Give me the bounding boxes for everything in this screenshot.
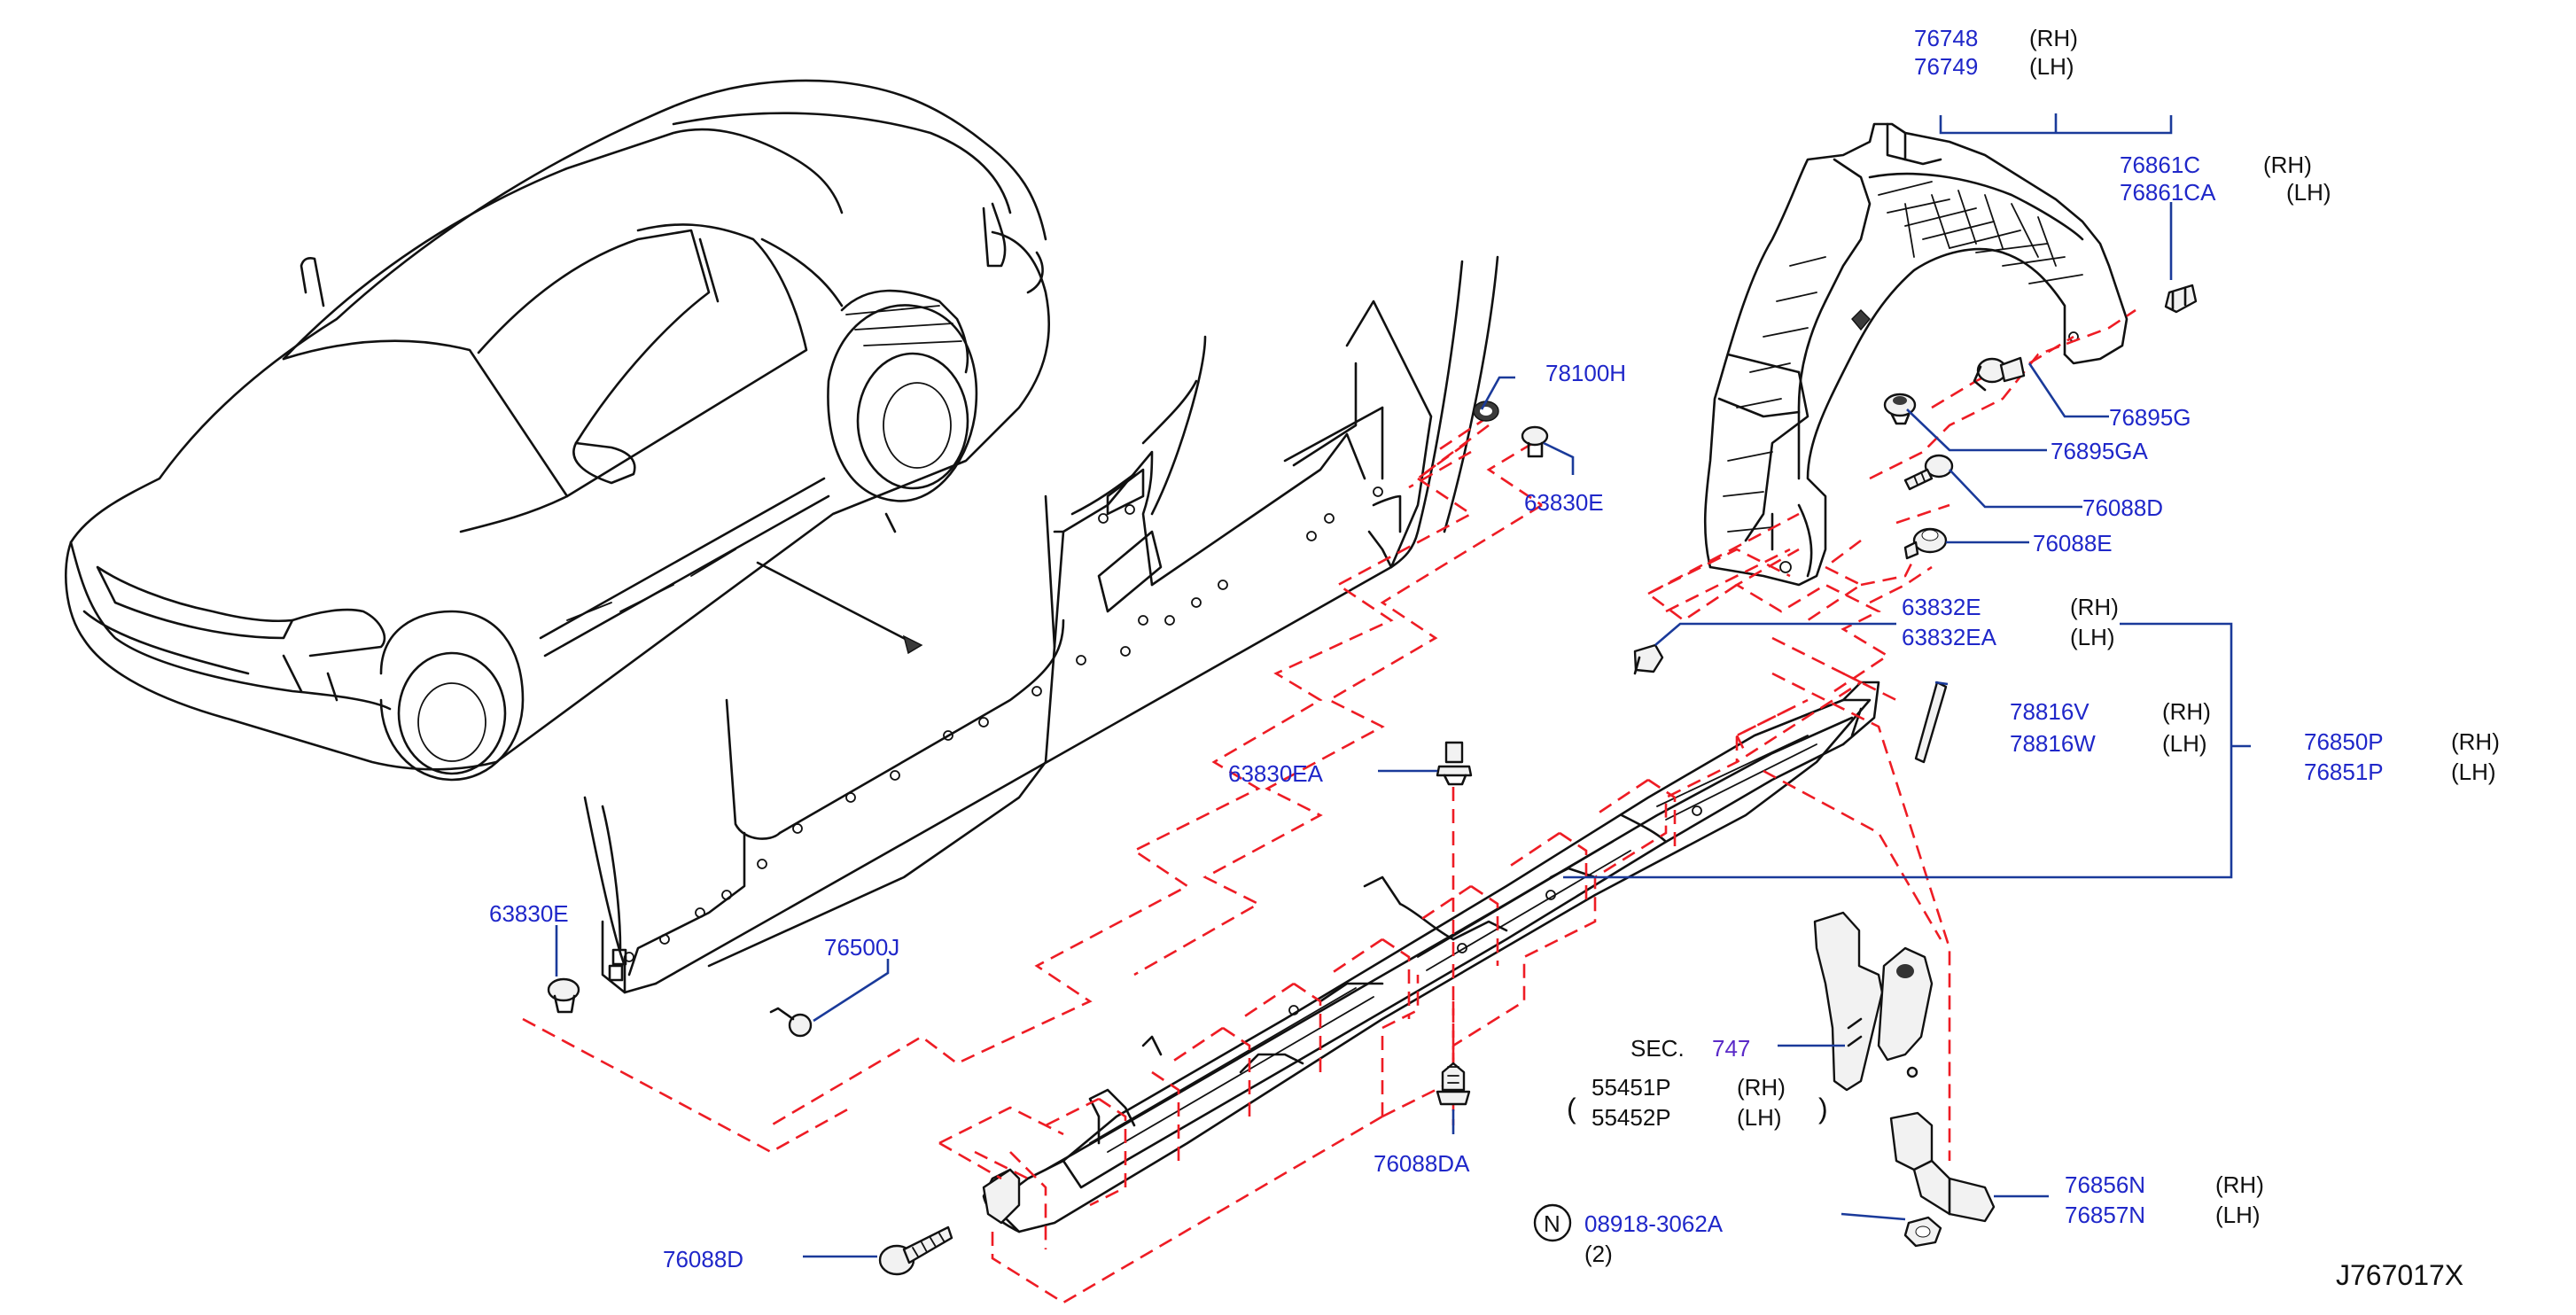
label-63830E-upper: 63830E: [1524, 489, 1604, 516]
label-76851P-side: (LH): [2451, 759, 2496, 785]
part-labels: 76748 (RH) 76749 (LH) 76861C (RH) 76861C…: [489, 25, 2500, 1291]
label-78816W: 78816W: [2010, 730, 2096, 757]
side-sill-cover: [982, 681, 1880, 1233]
label-76749-side: (LH): [2029, 53, 2074, 80]
label-78816W-side: (LH): [2162, 730, 2207, 757]
leader-lines: [555, 113, 2251, 1258]
screw-76088D-upper: [1903, 454, 1954, 491]
nut-08918-3062A: [1903, 1216, 1942, 1248]
label-76857N-side: (LH): [2215, 1202, 2261, 1228]
label-nut-qty: (2): [1584, 1241, 1613, 1267]
clip-76861C: [2164, 284, 2198, 314]
car-illustration: [64, 79, 1051, 782]
label-78816V-side: (RH): [2162, 698, 2211, 725]
screw-76088D-lower: [878, 1226, 953, 1276]
body-sill-panel: [583, 255, 1499, 994]
label-63832E-side: (RH): [2070, 594, 2119, 620]
label-78816V: 78816V: [2010, 698, 2090, 725]
clip-63832E: [1633, 643, 1664, 675]
label-nut-symbol: N: [1544, 1210, 1560, 1237]
label-76088D-upper: 76088D: [2082, 494, 2163, 521]
label-76861CA-side: (LH): [2286, 179, 2331, 206]
strip-78816V: [1914, 681, 1948, 764]
label-76861CA: 76861CA: [2120, 179, 2216, 206]
label-76895GA: 76895GA: [2051, 438, 2149, 464]
label-76748: 76748: [1914, 25, 1978, 51]
label-55451P-side: (RH): [1737, 1074, 1786, 1101]
clip-63830E-upper: [1521, 425, 1549, 458]
label-63832EA: 63832EA: [1902, 624, 1997, 650]
label-sec-ref: 747: [1712, 1035, 1750, 1062]
label-76088E: 76088E: [2033, 530, 2113, 556]
label-76500J: 76500J: [824, 934, 899, 961]
clip-76895GA: [1883, 393, 1917, 425]
label-76895G: 76895G: [2109, 404, 2191, 431]
label-76850P: 76850P: [2304, 728, 2384, 755]
fasteners: [547, 284, 2198, 1276]
seal-78100H: [1473, 401, 1499, 422]
n-symbol-circle: [1533, 1203, 1572, 1242]
label-76088D-lower: 76088D: [663, 1246, 743, 1272]
label-63830E-left: 63830E: [489, 900, 569, 927]
label-08918-3062A: 08918-3062A: [1584, 1210, 1724, 1237]
clip-63830EA: [1436, 741, 1473, 786]
label-76748-side: (RH): [2029, 25, 2078, 51]
bracket-sec-747: [1813, 911, 1934, 1092]
clip-76500J: [769, 1007, 813, 1038]
label-76088DA: 76088DA: [1374, 1150, 1470, 1177]
paren-close: ): [1818, 1093, 1828, 1124]
clip-63830E-left: [547, 977, 580, 1014]
label-63830EA: 63830EA: [1228, 760, 1324, 787]
label-sec-prefix: SEC.: [1630, 1035, 1685, 1062]
clip-76088E: [1903, 527, 1948, 560]
bracket-76856N: [1889, 1111, 1996, 1223]
label-76856N-side: (RH): [2215, 1171, 2264, 1198]
diagram-code: J767017X: [2336, 1259, 2463, 1291]
label-76861C-side: (RH): [2263, 152, 2312, 178]
label-76851P: 76851P: [2304, 759, 2384, 785]
screw-76088DA: [1436, 1062, 1471, 1106]
label-63832E: 63832E: [1902, 594, 1981, 620]
label-76850P-side: (RH): [2451, 728, 2500, 755]
label-78100H: 78100H: [1545, 360, 1626, 386]
paren-open: (: [1567, 1093, 1576, 1124]
label-76857N: 76857N: [2065, 1202, 2145, 1228]
label-76749: 76749: [1914, 53, 1978, 80]
label-76856N: 76856N: [2065, 1171, 2145, 1198]
label-55452P-side: (LH): [1737, 1104, 1782, 1131]
assembly-lines: [522, 308, 2136, 1304]
label-55451P: 55451P: [1592, 1074, 1671, 1101]
label-55452P: 55452P: [1592, 1104, 1671, 1131]
label-63832EA-side: (LH): [2070, 624, 2115, 650]
clip-76895G: [1973, 356, 2026, 392]
label-76861C: 76861C: [2120, 152, 2200, 178]
wheelhouse-liner: [1703, 122, 2129, 587]
